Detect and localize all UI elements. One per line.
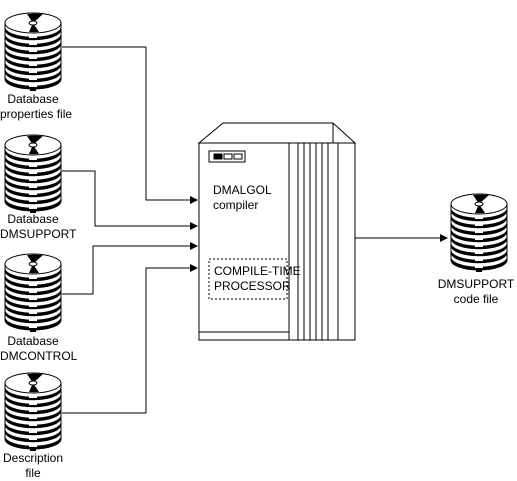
disk-spindle [30, 328, 36, 332]
disk-platter-band [4, 40, 62, 55]
disk-top-wedge [27, 373, 43, 383]
disk-platter-band [4, 295, 62, 310]
connector-dmsupport [62, 170, 198, 230]
disk-platter-band [4, 302, 62, 317]
disk-platter-band [4, 190, 62, 205]
disk-platter-band [4, 61, 62, 76]
disk-platter-band [4, 183, 62, 198]
disk-platter-band [4, 400, 62, 415]
disk-platter-band [4, 281, 62, 296]
source-label-line1: Database [7, 334, 59, 348]
disk-platter-band [4, 155, 62, 170]
source-label-properties: Database properties file [0, 92, 73, 122]
source-label-dmcontrol: Database DMCONTROL [0, 334, 78, 364]
disk-platter-band [4, 54, 62, 69]
disk-platter-band [4, 197, 62, 212]
source-label-line1: Database [7, 92, 59, 106]
disk-platter-band [4, 26, 62, 41]
disk-top-wedge [27, 254, 43, 264]
disk-top-wedge [27, 13, 43, 23]
disk-platter-band [4, 148, 62, 163]
disk-platter-band [450, 221, 508, 236]
output-label-line1: DMSUPPORT [437, 277, 515, 291]
disk-platter-band [4, 176, 62, 191]
connector-properties [62, 46, 198, 204]
connector-description [62, 264, 198, 414]
source-label-line2: DMCONTROL [0, 349, 78, 363]
processor-label: COMPILE-TIME PROCESSOR [214, 264, 301, 294]
disk-top-wedge [473, 194, 489, 204]
disk-platter-band [4, 316, 62, 331]
disk-platter-band [450, 214, 508, 229]
disk-hub [28, 20, 38, 26]
disk-platter-band [450, 207, 508, 222]
disk-stack-icon-dmcontrol [4, 253, 62, 332]
disk-platter-band [4, 33, 62, 48]
disk-top-wedge [29, 145, 39, 155]
disk-platter-band [4, 393, 62, 408]
disk-spindle [30, 447, 36, 451]
disk-hub [28, 261, 38, 267]
disk-platter-band [4, 428, 62, 443]
disk-platter-band [4, 75, 62, 90]
disk-stack-icon-properties [4, 12, 62, 91]
processor-label-line1: COMPILE-TIME [214, 264, 301, 278]
disk-top-wedge [27, 135, 43, 145]
processor-label-line2: PROCESSOR [214, 279, 291, 293]
source-label-dmsupport: Database DMSUPPORT [0, 212, 77, 242]
disk-platter-band [4, 414, 62, 429]
disk-platter-band [450, 256, 508, 271]
disk-platter-band [4, 274, 62, 289]
disk-platter-band [4, 162, 62, 177]
disk-platter-band [4, 421, 62, 436]
disk-hub [28, 380, 38, 386]
disk-platter-band [4, 309, 62, 324]
source-label-line2: file [25, 466, 41, 480]
disk-platter-band [4, 267, 62, 282]
disk-top-wedge [29, 264, 39, 274]
disk-top-wedge [29, 383, 39, 393]
disk-platter-band [4, 47, 62, 62]
disk-platter-band [4, 435, 62, 450]
disk-stack-icon-description [4, 372, 62, 451]
source-label-line1: Description [2, 451, 64, 465]
source-label-description: Description file [0, 451, 66, 481]
output-label: DMSUPPORT code file [436, 277, 516, 307]
source-label-line2: DMSUPPORT [0, 227, 77, 241]
disk-top-wedge [29, 23, 39, 33]
disk-stack-icon-output [450, 193, 508, 272]
disk-top-wedge [475, 204, 485, 214]
disk-spindle [476, 268, 482, 272]
connector-dmcontrol [62, 242, 198, 295]
disk-hub [474, 201, 484, 207]
disk-platter-band [4, 169, 62, 184]
disk-spindle [30, 87, 36, 91]
compiler-label-line2: compiler [213, 198, 259, 212]
disk-platter-band [4, 68, 62, 83]
disk-spindle [30, 209, 36, 213]
disk-platter-band [450, 235, 508, 250]
disk-platter-band [4, 386, 62, 401]
output-label-line2: code file [453, 292, 499, 306]
disk-platter-band [450, 242, 508, 257]
source-label-line1: Database [7, 212, 59, 226]
source-label-line2: properties file [0, 107, 73, 121]
disk-platter-band [4, 407, 62, 422]
disk-platter-band [450, 249, 508, 264]
computer-cabinet-icon [197, 122, 357, 341]
compiler-label: DMALGOL compiler [213, 183, 272, 213]
disk-stack-icon-dmsupport [4, 134, 62, 213]
compiler-label-line1: DMALGOL [213, 183, 272, 197]
disk-hub [28, 142, 38, 148]
disk-platter-band [450, 228, 508, 243]
disk-platter-band [4, 288, 62, 303]
